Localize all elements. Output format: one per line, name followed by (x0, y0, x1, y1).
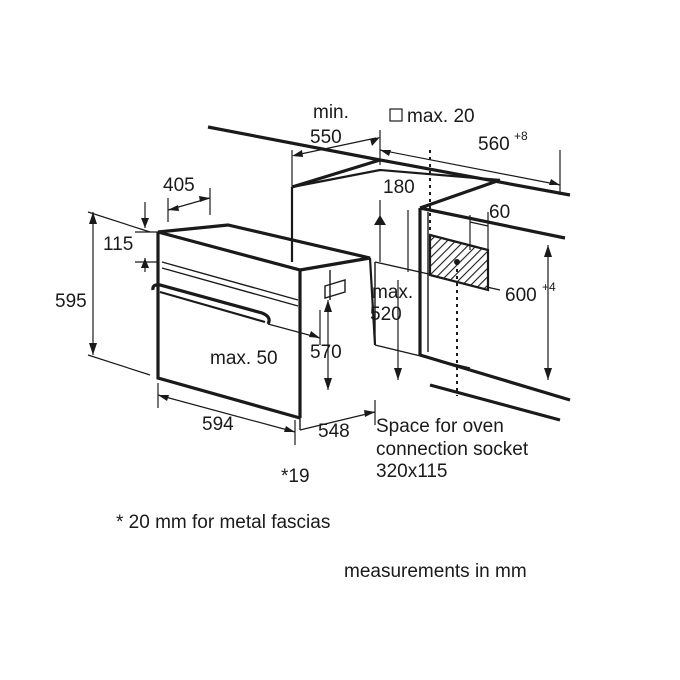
units-note: measurements in mm (344, 561, 527, 582)
star-19-label: *19 (281, 466, 310, 487)
min-label: min. (313, 102, 349, 123)
dim-570-label: 570 (310, 342, 342, 363)
socket-label-line2: connection socket (376, 439, 529, 460)
min-550-label: 550 (310, 127, 342, 148)
dim-115-label: 115 (103, 234, 133, 255)
cabinet-niche (207, 125, 571, 422)
dim-405-label: 405 (163, 175, 195, 196)
dim-600-label: 600 (505, 285, 537, 306)
dimension-lines (87, 108, 561, 445)
max-520-value: 520 (370, 304, 402, 325)
dim-560-label: 560 (478, 134, 510, 155)
max-50-label: max. 50 (210, 348, 278, 369)
dim-594-label: 594 (202, 414, 234, 435)
dim-60-label: 60 (489, 202, 510, 223)
max-20-label: max. 20 (407, 106, 475, 127)
dim-600-tolerance: +4 (542, 280, 556, 294)
dim-548-label: 548 (318, 421, 350, 442)
footnotes: * 20 mm for metal fascias measurements i… (116, 512, 527, 582)
dimension-labels: min. 550 max. 20 560 +8 405 180 60 115 5… (55, 102, 556, 487)
fascia-footnote: * 20 mm for metal fascias (116, 512, 330, 533)
max-520-prefix: max. (372, 282, 413, 303)
oven-body (151, 223, 377, 430)
connection-socket-area (428, 150, 490, 396)
dim-595-label: 595 (55, 291, 87, 312)
dim-560-tolerance: +8 (514, 129, 528, 143)
socket-label-line1: Space for oven (376, 416, 504, 437)
dim-180-label: 180 (383, 177, 415, 198)
socket-label-line3: 320x115 (376, 461, 448, 482)
